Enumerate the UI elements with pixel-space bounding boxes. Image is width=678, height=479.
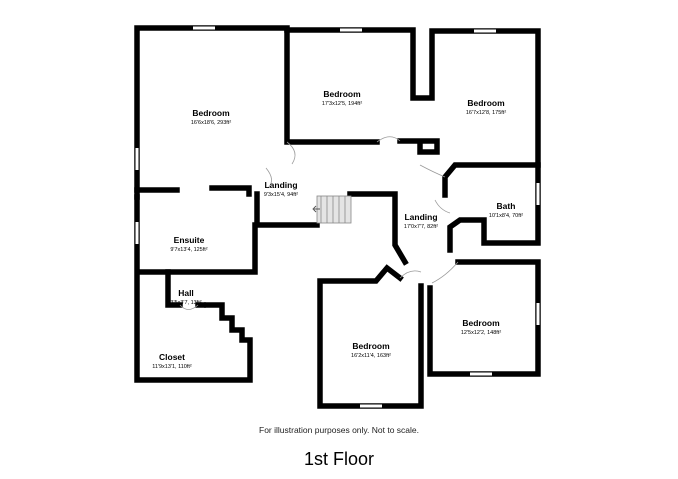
wall-outer-top-left bbox=[134, 25, 380, 200]
room-label-landing-2: Landing 17'0x7'7, 82ft² bbox=[404, 212, 438, 231]
room-name: Bedroom bbox=[192, 108, 230, 118]
floor-title: 1st Floor bbox=[303, 449, 375, 469]
room-size: 9'7x13'4, 125ft² bbox=[170, 247, 208, 253]
room-label-landing-1: Landing 9'3x15'4, 94ft² bbox=[264, 180, 298, 199]
wall-bedroom4 bbox=[427, 259, 541, 377]
room-size: 10'1x8'4, 70ft² bbox=[488, 213, 524, 219]
room-size: 3'5x3'7, 13ft² bbox=[170, 300, 202, 306]
room-name: Bedroom bbox=[323, 89, 361, 99]
room-name: Ensuite bbox=[173, 235, 205, 245]
room-name: Landing bbox=[404, 212, 438, 222]
wall-ensuite-top bbox=[134, 185, 252, 197]
room-size: 17'3x12'5, 194ft² bbox=[321, 101, 363, 107]
room-label-hall: Hall 3'5x3'7, 13ft² bbox=[170, 288, 201, 307]
room-label-bedroom-1: Bedroom 16'6x18'6, 293ft² bbox=[191, 108, 231, 127]
room-label-bedroom-4: Bedroom 12'5x12'2, 148ft² bbox=[461, 318, 501, 337]
room-label-bath: Bath 10'1x8'4, 70ft² bbox=[489, 201, 523, 220]
room-name: Bedroom bbox=[462, 318, 500, 328]
wall-hall bbox=[165, 269, 206, 308]
room-name: Closet bbox=[159, 352, 185, 362]
windows bbox=[135, 26, 540, 408]
room-name: Bath bbox=[496, 201, 516, 211]
stairs bbox=[312, 195, 352, 224]
wall-bedroom2-bottom bbox=[397, 138, 440, 155]
room-size: 16'2x11'4, 163ft² bbox=[351, 353, 391, 359]
room-size: 17'0x7'7, 82ft² bbox=[403, 224, 439, 230]
room-name: Landing bbox=[264, 180, 298, 190]
room-size: 16'7x12'8, 175ft² bbox=[465, 110, 507, 116]
room-label-bedroom-2: Bedroom 17'3x12'5, 194ft² bbox=[322, 89, 362, 108]
wall-bath bbox=[447, 162, 541, 253]
stairs-arrow-icon bbox=[312, 205, 320, 213]
wall-bedroom5 bbox=[317, 264, 424, 409]
room-size: 9'3x15'4, 94ft² bbox=[263, 192, 299, 198]
room-size: 16'6x18'6, 293ft² bbox=[190, 120, 232, 126]
room-size: 11'9x13'1, 110ft² bbox=[152, 364, 192, 370]
room-name: Hall bbox=[178, 288, 194, 298]
room-label-ensuite: Ensuite 9'7x13'4, 125ft² bbox=[170, 235, 207, 254]
door-swings bbox=[179, 136, 459, 310]
room-label-closet: Closet 11'9x13'1, 110ft² bbox=[152, 352, 192, 371]
room-name: Bedroom bbox=[352, 341, 390, 351]
room-name: Bedroom bbox=[467, 98, 505, 108]
room-size: 12'5x12'2, 148ft² bbox=[460, 330, 502, 336]
disclaimer-text: For illustration purposes only. Not to s… bbox=[259, 425, 419, 435]
room-label-bedroom-3: Bedroom 16'7x12'8, 175ft² bbox=[466, 98, 506, 117]
room-label-bedroom-5: Bedroom 16'2x11'4, 163ft² bbox=[351, 341, 391, 360]
